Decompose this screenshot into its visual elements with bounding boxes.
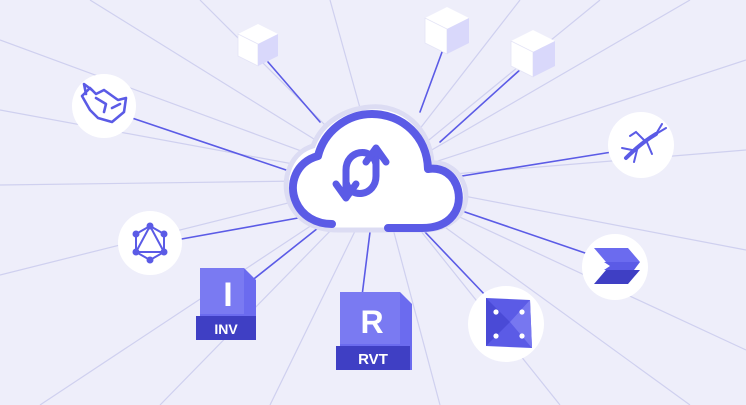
dynamo-icon — [486, 298, 532, 348]
connector-inventor — [249, 227, 319, 283]
node-dynamo — [468, 286, 544, 362]
grasshopper-icon — [621, 123, 667, 163]
connector-revit — [361, 231, 371, 297]
power-automate-icon — [594, 248, 640, 284]
connector-graphql — [175, 217, 299, 241]
connector-dynamo — [424, 231, 487, 297]
connector-cube-top-center — [419, 43, 446, 113]
cube-icon — [424, 7, 469, 55]
revit-label: RVT — [358, 351, 388, 368]
node-cube-top-left — [237, 24, 278, 67]
connector-power-automate — [464, 211, 589, 255]
connector-cube-top-right — [439, 67, 523, 143]
revit-icon: R RVT — [336, 292, 412, 370]
graphql-icon — [132, 222, 168, 264]
cube-icon — [237, 24, 278, 67]
connector-cube-top-left — [267, 61, 321, 123]
node-cube-top-center — [424, 7, 469, 55]
inventor-label: INV — [214, 321, 238, 337]
node-graphql — [118, 211, 182, 275]
revit-letter: R — [360, 304, 383, 340]
node-rhino — [72, 74, 136, 138]
node-power-automate — [582, 234, 648, 300]
cloud-sync-hub — [283, 104, 469, 233]
rhino-icon — [80, 82, 128, 124]
node-inventor: I INV — [196, 268, 256, 340]
node-cube-top-right — [510, 30, 555, 78]
node-grasshopper — [608, 112, 674, 178]
connector-lines — [131, 43, 613, 297]
connector-grasshopper — [461, 151, 613, 177]
inventor-letter: I — [223, 276, 232, 314]
inventor-icon: I INV — [196, 268, 256, 340]
node-revit: R RVT — [336, 292, 412, 370]
cube-icon — [510, 30, 555, 78]
connector-rhino — [131, 117, 293, 173]
